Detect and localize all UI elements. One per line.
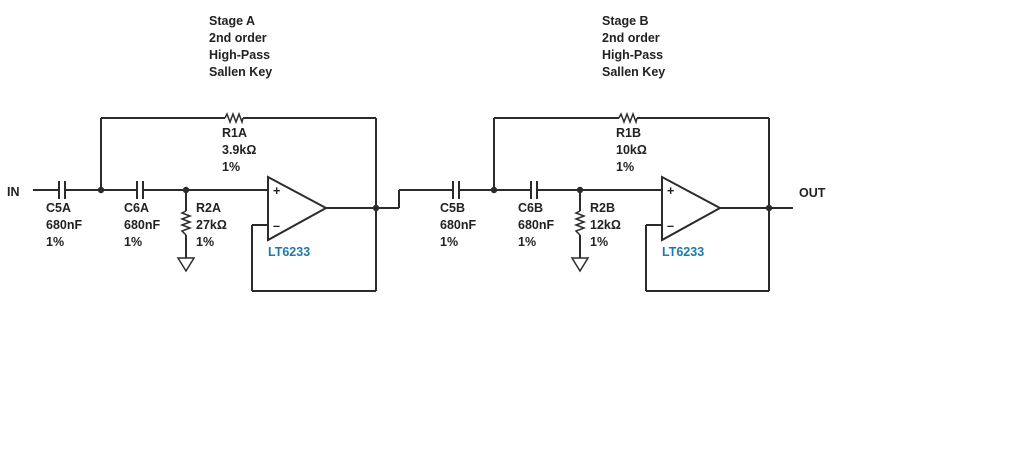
c5b-value: 680nF <box>440 218 476 232</box>
opamp-b-plus-pin: + <box>667 184 674 198</box>
r1a-tolerance: 1% <box>222 160 240 174</box>
resistor-r1b <box>618 111 638 125</box>
output-label: OUT <box>799 186 826 200</box>
r1b-name: R1B <box>616 126 641 140</box>
junction-dot <box>765 204 773 212</box>
capacitor-c5b <box>452 181 460 199</box>
c6b-tolerance: 1% <box>518 235 536 249</box>
inter-stage-wire <box>398 189 452 208</box>
r2a-name: R2A <box>196 201 221 215</box>
junction-dot <box>182 186 190 194</box>
capacitor-c5a <box>58 181 66 199</box>
r1a-value: 3.9kΩ <box>222 143 256 157</box>
c6a-tolerance: 1% <box>124 235 142 249</box>
r2b-value: 12kΩ <box>590 218 621 232</box>
opamp-a-minus-pin: – <box>273 219 280 233</box>
opamp-b-minus-pin: – <box>667 219 674 233</box>
stage-b-title-line-3: High-Pass <box>602 48 663 62</box>
stage-b-wires <box>460 117 793 292</box>
r2a-value: 27kΩ <box>196 218 227 232</box>
c5b-tolerance: 1% <box>440 235 458 249</box>
opamp-a-part-label: LT6233 <box>268 245 310 259</box>
r2b-tolerance: 1% <box>590 235 608 249</box>
stage-b-title-line-1: Stage B <box>602 14 649 28</box>
opamp-b <box>661 175 723 242</box>
stage-b: Stage B 2nd order High-Pass Sallen Key C… <box>440 14 826 292</box>
c5b-name: C5B <box>440 201 465 215</box>
input-label: IN <box>7 185 20 199</box>
r2a-tolerance: 1% <box>196 235 214 249</box>
opamp-a-plus-pin: + <box>273 184 280 198</box>
stage-a-title-line-2: 2nd order <box>209 31 267 45</box>
capacitor-c6a <box>136 181 144 199</box>
junction-dot <box>372 204 380 212</box>
opamp-a <box>267 175 329 242</box>
stage-a-title-line-4: Sallen Key <box>209 65 272 79</box>
capacitor-c6b <box>530 181 538 199</box>
resistor-r2a <box>179 210 193 236</box>
c6b-value: 680nF <box>518 218 554 232</box>
ground-symbol-a <box>176 257 196 273</box>
resistor-r1a <box>224 111 244 125</box>
junction-dot <box>97 186 105 194</box>
stage-b-title-line-2: 2nd order <box>602 31 660 45</box>
resistor-r2b <box>573 210 587 236</box>
r2b-name: R2B <box>590 201 615 215</box>
r1b-value: 10kΩ <box>616 143 647 157</box>
junction-dot <box>490 186 498 194</box>
junction-dot <box>576 186 584 194</box>
stage-a-title-line-1: Stage A <box>209 14 255 28</box>
c5a-name: C5A <box>46 201 71 215</box>
stage-a: Stage A 2nd order High-Pass Sallen Key I… <box>7 14 399 292</box>
stage-a-wires <box>33 117 399 292</box>
r1a-name: R1A <box>222 126 247 140</box>
c6a-value: 680nF <box>124 218 160 232</box>
c5a-tolerance: 1% <box>46 235 64 249</box>
c6b-name: C6B <box>518 201 543 215</box>
ground-symbol-b <box>570 257 590 273</box>
r1b-tolerance: 1% <box>616 160 634 174</box>
opamp-b-part-label: LT6233 <box>662 245 704 259</box>
c6a-name: C6A <box>124 201 149 215</box>
stage-a-title-line-3: High-Pass <box>209 48 270 62</box>
c5a-value: 680nF <box>46 218 82 232</box>
stage-b-title-line-4: Sallen Key <box>602 65 665 79</box>
